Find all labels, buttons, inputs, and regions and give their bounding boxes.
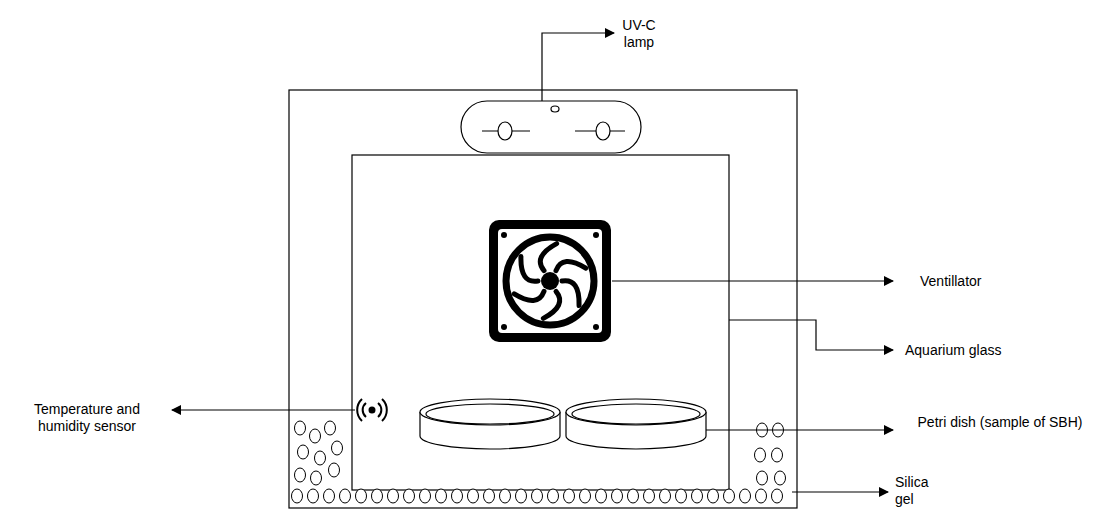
part-label: Temperature and humidity sensor bbox=[12, 401, 162, 435]
gel-bead bbox=[692, 489, 703, 503]
fan-blade bbox=[521, 257, 538, 282]
fan-blade bbox=[540, 244, 556, 271]
gel-bead bbox=[372, 489, 383, 503]
gel-bead bbox=[772, 448, 783, 462]
fan-blade bbox=[556, 261, 586, 270]
gel-bead bbox=[356, 489, 367, 503]
housing bbox=[289, 90, 797, 508]
gel-bead bbox=[548, 489, 559, 503]
fan-icon bbox=[489, 220, 611, 342]
gel-bead bbox=[628, 489, 639, 503]
part-label: UV-C lamp bbox=[616, 17, 662, 51]
gel-bead bbox=[332, 441, 343, 455]
gel-bead bbox=[310, 429, 321, 443]
gel-bead bbox=[308, 489, 319, 503]
gel-bead bbox=[325, 421, 336, 435]
gel-bead bbox=[329, 463, 340, 477]
gel-bead bbox=[315, 451, 326, 465]
part-label: Ventillator bbox=[920, 273, 1040, 290]
gel-bead bbox=[580, 489, 591, 503]
gel-bead bbox=[436, 489, 447, 503]
part-label: Petri dish (sample of SBH) bbox=[900, 414, 1100, 431]
gel-bead bbox=[452, 489, 463, 503]
gel-bead bbox=[298, 445, 309, 459]
fan-blade bbox=[562, 281, 579, 306]
gel-bead bbox=[756, 489, 767, 503]
gel-bead bbox=[708, 489, 719, 503]
gel-bead bbox=[516, 489, 527, 503]
gel-bead bbox=[612, 489, 623, 503]
gel-bead bbox=[311, 471, 322, 485]
aquarium-glass bbox=[352, 155, 729, 490]
gel-bead bbox=[772, 489, 783, 503]
gel-bead bbox=[295, 421, 306, 435]
gel-bead bbox=[388, 489, 399, 503]
gel-bead bbox=[484, 489, 495, 503]
gel-bead bbox=[755, 448, 766, 462]
gel-bead bbox=[596, 489, 607, 503]
uv-lamp bbox=[461, 101, 641, 153]
gel-bead bbox=[324, 489, 335, 503]
petri-dish bbox=[420, 399, 706, 449]
part-label: Aquarium glass bbox=[905, 342, 1035, 359]
gel-bead bbox=[500, 489, 511, 503]
gel-bead bbox=[468, 489, 479, 503]
gel-bead bbox=[340, 489, 351, 503]
sensor-symbol bbox=[357, 399, 387, 421]
fan-blade bbox=[514, 291, 544, 300]
gel-bead bbox=[532, 489, 543, 503]
gel-bead bbox=[292, 489, 303, 503]
gel-bead bbox=[404, 489, 415, 503]
gel-bead bbox=[295, 468, 306, 482]
silica-gel bbox=[292, 421, 786, 503]
gel-bead bbox=[757, 471, 768, 485]
gel-bead bbox=[740, 489, 751, 503]
fan-blade bbox=[543, 291, 559, 318]
gel-bead bbox=[724, 489, 735, 503]
gel-bead bbox=[420, 489, 431, 503]
gel-bead bbox=[660, 489, 671, 503]
leader-lines bbox=[172, 33, 893, 492]
gel-bead bbox=[644, 489, 655, 503]
gel-bead bbox=[775, 471, 786, 485]
gel-bead bbox=[676, 489, 687, 503]
gel-bead bbox=[564, 489, 575, 503]
part-label: Silica gel bbox=[895, 474, 945, 508]
